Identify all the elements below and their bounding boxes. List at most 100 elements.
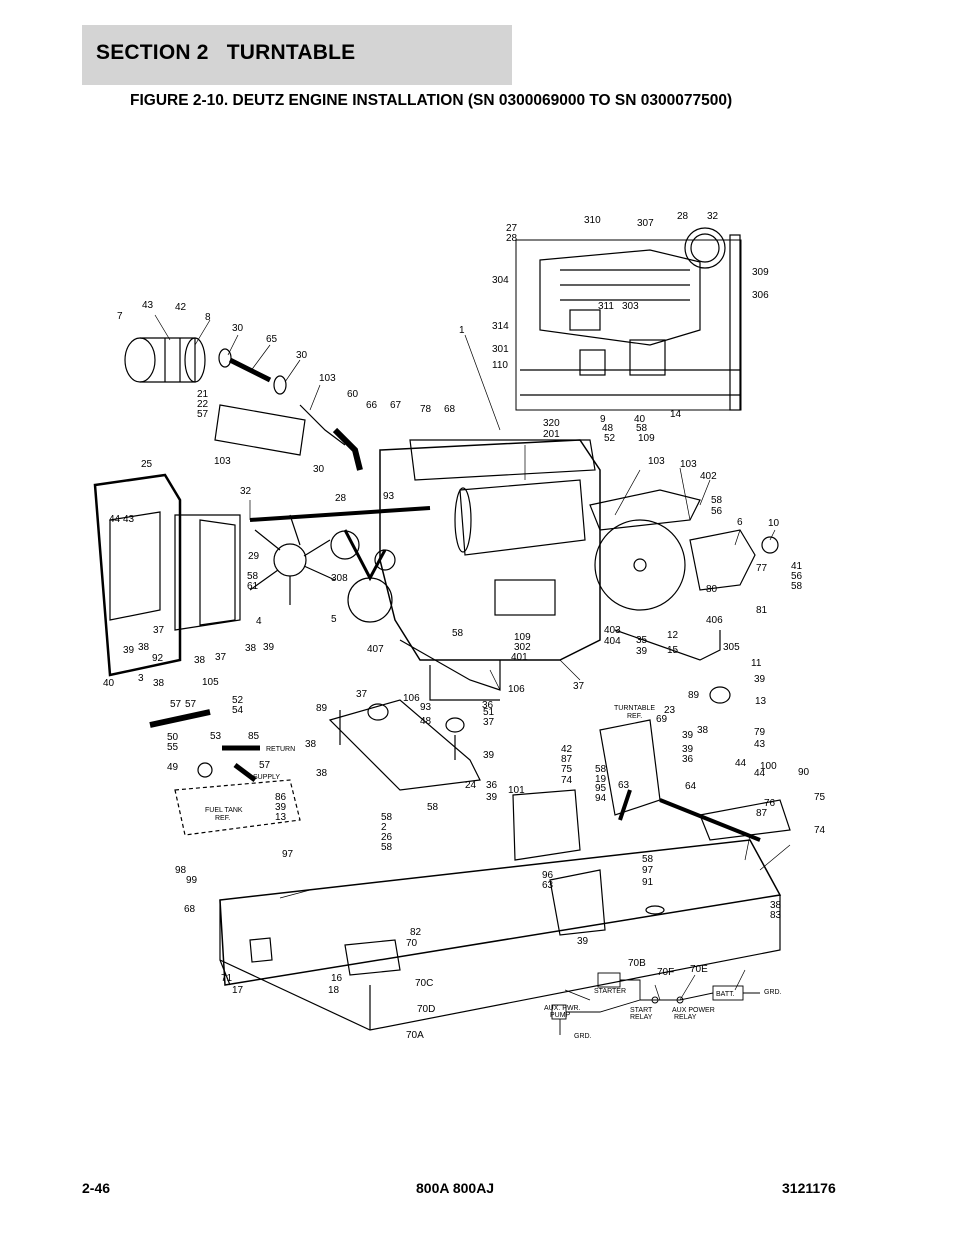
callout: 28	[335, 493, 347, 504]
callout: 28	[677, 211, 689, 222]
return-label: RETURN	[266, 746, 295, 753]
callout: 43	[123, 514, 135, 525]
callout: 49	[167, 762, 179, 773]
callout: 58	[791, 581, 803, 592]
callout: 83	[770, 910, 782, 921]
callout: 79	[754, 727, 766, 738]
callout: 38	[770, 900, 782, 911]
callout: 23	[664, 705, 676, 716]
callout: 76	[764, 798, 776, 809]
callout: 70C	[415, 978, 433, 989]
callout: 309	[752, 267, 769, 278]
callout: 92	[152, 653, 164, 664]
callout: 301	[492, 344, 509, 355]
model-name: 800A 800AJ	[416, 1180, 495, 1196]
aux-pwr-pump-label: AUX. PWR.	[544, 1005, 581, 1012]
callout: 58	[381, 812, 393, 823]
callout: 17	[232, 985, 244, 996]
callout: 38	[316, 768, 328, 779]
callout: 110	[492, 360, 508, 371]
callout: 40	[634, 414, 646, 425]
callout: 305	[723, 642, 740, 653]
callout: 66	[366, 400, 378, 411]
callout: 58	[595, 764, 607, 775]
callout: 99	[186, 875, 198, 886]
callout: 44	[735, 758, 747, 769]
turntable-ref-label: TURNTABLE	[614, 705, 655, 712]
callout: 37	[356, 689, 368, 700]
cooling-fan	[249, 514, 336, 605]
callout: 61	[247, 581, 259, 592]
callout: 36	[486, 780, 498, 791]
callout: 82	[410, 927, 422, 938]
callout: 70	[406, 938, 418, 949]
callout: 103	[680, 459, 697, 470]
air-cleaner-assembly	[124, 337, 363, 471]
reference-labels: RETURN SUPPLY FUEL TANK REF. TURNTABLE R…	[205, 705, 655, 822]
callout: 58	[642, 854, 654, 865]
callout: 37	[215, 652, 227, 663]
callout: 29	[248, 551, 260, 562]
callout: 87	[561, 754, 573, 765]
callout: 43	[754, 739, 766, 750]
callout: 306	[752, 290, 769, 301]
start-relay-label-2: RELAY	[630, 1014, 653, 1021]
callout: 5	[331, 614, 337, 625]
callout: 26	[381, 832, 393, 843]
callout: 22	[197, 399, 209, 410]
callout: 65	[266, 334, 278, 345]
callout: 38	[153, 678, 165, 689]
page-number: 2-46	[82, 1180, 111, 1196]
callout: 58	[452, 628, 464, 639]
callout: 3	[138, 673, 144, 684]
callout: 57	[170, 699, 182, 710]
diagram-linework	[93, 227, 791, 1035]
battery-label: BATT.	[716, 991, 735, 998]
document-number: 3121176	[782, 1180, 836, 1196]
callout: 307	[637, 218, 654, 229]
callout: 58	[636, 423, 648, 434]
callout: 80	[706, 584, 718, 595]
callout: 38	[194, 655, 206, 666]
callout: 12	[667, 630, 679, 641]
aux-pwr-pump-label-2: PUMP	[550, 1012, 571, 1019]
callout: 43	[142, 300, 154, 311]
callout: 52	[232, 695, 244, 706]
schematic-labels: STARTER BATT. GRD. AUX. PWR. PUMP START …	[544, 988, 782, 1040]
callout: 37	[483, 717, 495, 728]
callout: 97	[282, 849, 294, 860]
callout: 70F	[657, 967, 674, 978]
callout: 8	[205, 312, 211, 323]
callout: 109	[638, 433, 655, 444]
callout: 407	[367, 644, 384, 655]
callout: 85	[248, 731, 260, 742]
inset-engine-view	[515, 227, 742, 411]
callout: 406	[706, 615, 723, 626]
callout: 14	[670, 409, 682, 420]
fuel-tank-ref-label-2: REF.	[215, 815, 230, 822]
callout: 94	[595, 793, 607, 804]
callout: 58	[711, 495, 723, 506]
callout: 308	[331, 573, 348, 584]
callout: 58	[381, 842, 393, 853]
flywheel-pump-assembly	[589, 489, 779, 661]
aux-power-relay-label-2: RELAY	[674, 1014, 697, 1021]
callout: 105	[202, 677, 219, 688]
callout: 74	[814, 825, 826, 836]
section-title: SECTION 2 TURNTABLE	[96, 41, 356, 64]
callout: 81	[756, 605, 768, 616]
callout: 96	[542, 870, 554, 881]
fuel-tank-ref-label: FUEL TANK	[205, 807, 243, 814]
callout: 54	[232, 705, 244, 716]
callout: 70A	[406, 1030, 424, 1041]
callout: 42	[561, 744, 573, 755]
callout: 64	[685, 781, 697, 792]
callout: 58	[427, 802, 439, 813]
callout: 404	[604, 636, 621, 647]
callout: 39	[636, 646, 648, 657]
callout: 60	[347, 389, 359, 400]
callout: 2	[381, 822, 387, 833]
callout: 30	[313, 464, 325, 475]
engine-mounts	[328, 686, 731, 791]
callout: 57	[259, 760, 271, 771]
